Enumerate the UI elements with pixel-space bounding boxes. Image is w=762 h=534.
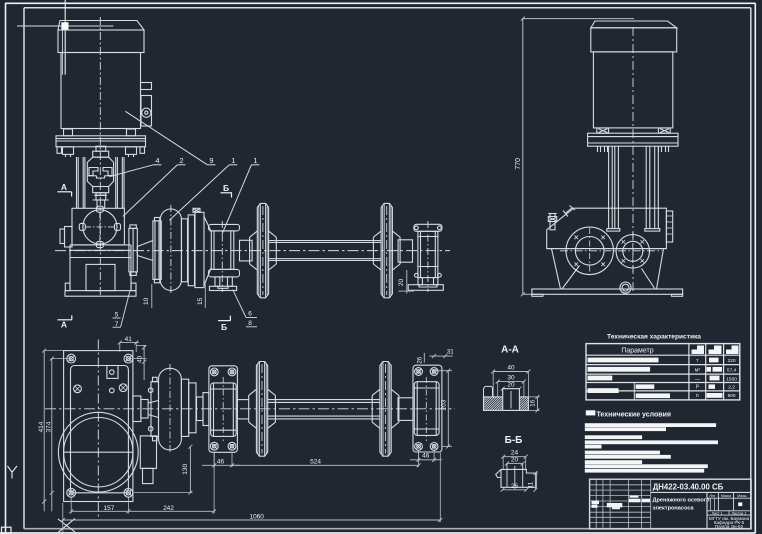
- svg-text:МГТУ им. Баумана: МГТУ им. Баумана: [709, 516, 750, 521]
- svg-text:1500: 1500: [726, 376, 737, 382]
- svg-text:26: 26: [416, 356, 423, 363]
- svg-text:Лист 1: Лист 1: [712, 511, 723, 515]
- svg-text:46: 46: [217, 458, 225, 465]
- svg-text:11: 11: [528, 481, 535, 488]
- svg-text:20: 20: [398, 279, 405, 287]
- svg-text:Б-Б: Б-Б: [505, 435, 523, 446]
- svg-text:8: 8: [248, 320, 252, 327]
- svg-text:31: 31: [447, 349, 454, 356]
- svg-text:41: 41: [125, 336, 133, 343]
- svg-text:20: 20: [511, 456, 519, 463]
- svg-text:Параметр: Параметр: [621, 348, 653, 355]
- svg-text:Лит.: Лит.: [709, 494, 715, 498]
- svg-text:770: 770: [515, 158, 522, 170]
- svg-text:Технические условия: Технические условия: [597, 411, 672, 418]
- svg-text:16: 16: [529, 399, 536, 406]
- svg-text:40: 40: [507, 365, 515, 372]
- svg-text:15: 15: [197, 297, 204, 305]
- svg-text:24: 24: [511, 450, 519, 457]
- svg-text:Р: Р: [696, 385, 700, 391]
- svg-text:электронасоса: электронасоса: [653, 506, 695, 512]
- svg-text:—: —: [695, 376, 700, 382]
- svg-text:Группа Эн-62: Группа Эн-62: [715, 524, 744, 529]
- svg-text:40: 40: [137, 355, 144, 363]
- svg-text:Кафедра РК-5: Кафедра РК-5: [714, 520, 745, 525]
- svg-text:203: 203: [440, 399, 447, 410]
- svg-text:30: 30: [507, 374, 515, 381]
- svg-text:6: 6: [248, 311, 252, 318]
- svg-text:46: 46: [422, 452, 430, 459]
- svg-text:20: 20: [507, 382, 515, 389]
- svg-text:157: 157: [103, 505, 114, 512]
- svg-text:Масса: Масса: [721, 494, 731, 498]
- svg-text:1: 1: [253, 156, 257, 165]
- svg-text:374: 374: [46, 421, 53, 432]
- svg-text:900: 900: [728, 393, 736, 399]
- svg-text:Б: Б: [221, 322, 227, 332]
- svg-text:А-А: А-А: [501, 345, 519, 356]
- svg-text:1: 1: [231, 156, 235, 165]
- svg-text:220: 220: [728, 358, 736, 364]
- svg-text:А: А: [61, 182, 67, 192]
- svg-text:1060: 1060: [249, 514, 264, 521]
- svg-text:130: 130: [182, 463, 189, 474]
- svg-text:7: 7: [115, 321, 119, 328]
- svg-text:2: 2: [179, 156, 183, 165]
- svg-text:ДН422-03.40.00 СБ: ДН422-03.40.00 СБ: [653, 482, 724, 491]
- svg-text:Б: Б: [223, 183, 229, 193]
- svg-text:Листов 1: Листов 1: [732, 511, 747, 515]
- svg-text:9: 9: [209, 156, 213, 165]
- svg-text:т: т: [696, 358, 699, 364]
- svg-text:26: 26: [511, 483, 518, 490]
- svg-text:4: 4: [155, 156, 159, 165]
- svg-text:А: А: [61, 320, 67, 330]
- svg-text:524: 524: [310, 458, 321, 465]
- svg-text:10: 10: [143, 297, 150, 305]
- svg-text:414: 414: [38, 421, 45, 432]
- svg-text:2,2: 2,2: [728, 385, 735, 391]
- svg-text:5: 5: [115, 312, 119, 319]
- svg-text:Дренажного осевого: Дренажного осевого: [653, 498, 711, 504]
- svg-text:n: n: [696, 393, 699, 399]
- svg-text:Масш.: Масш.: [737, 494, 747, 498]
- svg-text:м³: м³: [695, 368, 700, 374]
- svg-text:57,4: 57,4: [727, 368, 737, 374]
- svg-text:Техническая характеристика: Техническая характеристика: [607, 334, 701, 341]
- svg-text:242: 242: [163, 505, 174, 512]
